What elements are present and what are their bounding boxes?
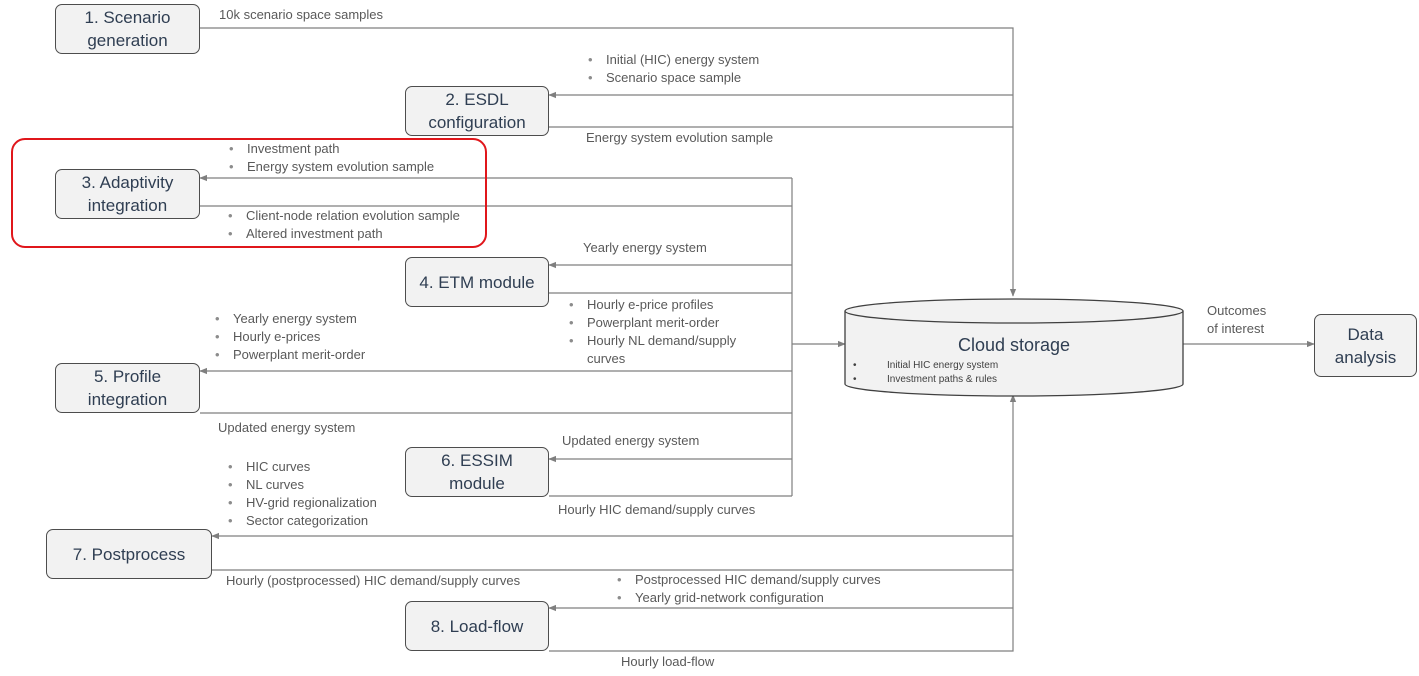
label-item: Yearly grid-network configuration <box>617 589 881 607</box>
label-item: Investment path <box>229 140 434 158</box>
label-item: Hourly e-prices <box>215 328 365 346</box>
label-item: Client-node relation evolution sample <box>228 207 460 225</box>
label-loadflow-in: Postprocessed HIC demand/supply curves Y… <box>617 571 881 607</box>
cloud-storage-items: Initial HIC energy system Investment pat… <box>845 359 998 387</box>
label-adaptivity-in: Investment path Energy system evolution … <box>229 140 434 176</box>
label-item: HIC curves <box>228 458 377 476</box>
edge-scenario-to-cloud <box>199 27 1017 297</box>
label-etm-out: Hourly e-price profiles Powerplant merit… <box>569 296 736 368</box>
label-item: Altered investment path <box>228 225 460 243</box>
label-item: Hourly NL demand/supply curves <box>569 332 736 368</box>
esdl-configuration-box[interactable]: 2. ESDL configuration <box>405 86 549 136</box>
label-essim-in: Updated energy system <box>562 433 700 448</box>
label-item: Energy system evolution sample <box>229 158 434 176</box>
label-item: Powerplant merit-order <box>569 314 736 332</box>
scenario-generation-box[interactable]: 1. Scenario generation <box>55 4 200 54</box>
essim-module-box[interactable]: 6. ESSIM module <box>405 447 549 497</box>
label-item: Scenario space sample <box>588 69 759 87</box>
label-etm-in: Yearly energy system <box>583 240 707 255</box>
cloud-item: Initial HIC energy system <box>853 359 998 373</box>
label-item: Hourly e-price profiles <box>569 296 736 314</box>
label-profile-out: Updated energy system <box>218 420 356 435</box>
edge-loadflow-to-cloud <box>549 394 1017 652</box>
label-scenario-samples: 10k scenario space samples <box>219 7 384 22</box>
label-outcomes: Outcomes of interest <box>1207 303 1267 336</box>
label-item: Yearly energy system <box>215 310 365 328</box>
cloud-item: Investment paths & rules <box>853 373 998 387</box>
label-item: Sector categorization <box>228 512 377 530</box>
label-item: HV-grid regionalization <box>228 494 377 512</box>
data-analysis-box[interactable]: Data analysis <box>1314 314 1417 377</box>
label-esdl-in: Initial (HIC) energy system Scenario spa… <box>588 51 759 87</box>
cloud-storage-title: Cloud storage <box>957 335 1071 355</box>
label-esdl-out: Energy system evolution sample <box>586 130 774 145</box>
label-postprocess-in: HIC curves NL curves HV-grid regionaliza… <box>228 458 377 530</box>
adaptivity-integration-box[interactable]: 3. Adaptivity integration <box>55 169 200 219</box>
load-flow-box[interactable]: 8. Load-flow <box>405 601 549 651</box>
label-postprocess-out: Hourly (postprocessed) HIC demand/supply… <box>226 573 521 588</box>
label-profile-in: Yearly energy system Hourly e-prices Pow… <box>215 310 365 364</box>
label-item: Powerplant merit-order <box>215 346 365 364</box>
label-adaptivity-out: Client-node relation evolution sample Al… <box>228 207 460 243</box>
label-item: Postprocessed HIC demand/supply curves <box>617 571 881 589</box>
etm-module-box[interactable]: 4. ETM module <box>405 257 549 307</box>
adaptivity-highlight <box>11 138 487 248</box>
label-essim-out: Hourly HIC demand/supply curves <box>558 502 756 517</box>
postprocess-box[interactable]: 7. Postprocess <box>46 529 212 579</box>
label-item: Initial (HIC) energy system <box>588 51 759 69</box>
label-loadflow-out: Hourly load-flow <box>621 654 715 669</box>
profile-integration-box[interactable]: 5. Profile integration <box>55 363 200 413</box>
label-item: NL curves <box>228 476 377 494</box>
